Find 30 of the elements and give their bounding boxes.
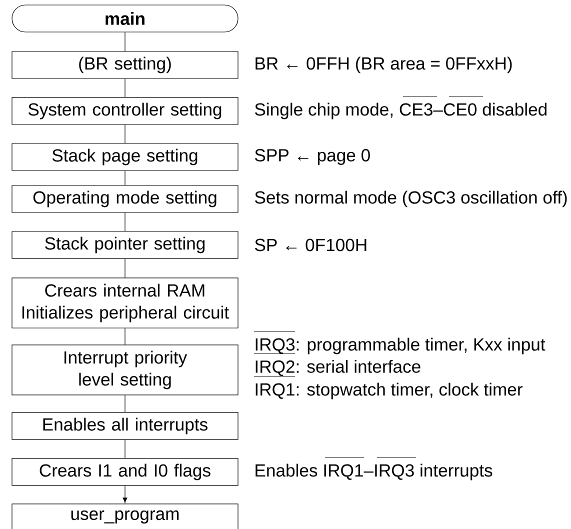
process-box: Enables all interrupts	[12, 412, 238, 440]
process-box: Crears I1 and I0 flags	[12, 458, 238, 486]
connector	[124, 124, 126, 144]
process-box: user_program	[12, 504, 238, 529]
connector	[122, 485, 128, 503]
side-note: SP ← 0F100H	[255, 238, 366, 252]
process-box: (BR setting)	[12, 51, 238, 79]
process-box: Crears internal RAM Initializes peripheral circuit	[12, 278, 238, 328]
process-box: Interrupt priority level setting	[12, 344, 238, 396]
process-box: Operating mode setting	[12, 185, 238, 213]
connector	[124, 170, 126, 186]
side-note: IRQ1: stopwatch timer, clock timer	[254, 376, 523, 400]
connector	[124, 439, 126, 458]
side-note: SPP ← page 0	[255, 149, 370, 165]
connector	[124, 394, 126, 412]
connector	[124, 32, 126, 52]
process-box: Stack pointer setting	[12, 231, 238, 259]
connector	[124, 212, 126, 232]
connector	[124, 78, 126, 98]
terminator: main	[12, 4, 238, 32]
side-note: Single chip mode, CE3–CE0 disabled	[255, 96, 547, 120]
side-note: Enables IRQ1–IRQ3 interrupts	[256, 458, 492, 480]
process-box: System controller setting	[12, 97, 238, 125]
connector	[124, 258, 126, 278]
connector	[124, 328, 126, 345]
process-box: Stack page setting	[12, 143, 238, 171]
side-note: Sets normal mode (OSC3 oscillation off)	[255, 190, 567, 208]
side-note: IRQ3: programmable timer, Kxx input	[254, 332, 546, 354]
side-note: BR ← 0FFH (BR area = 0FFxxH)	[256, 56, 512, 74]
side-note: IRQ2: serial interface	[254, 354, 420, 376]
